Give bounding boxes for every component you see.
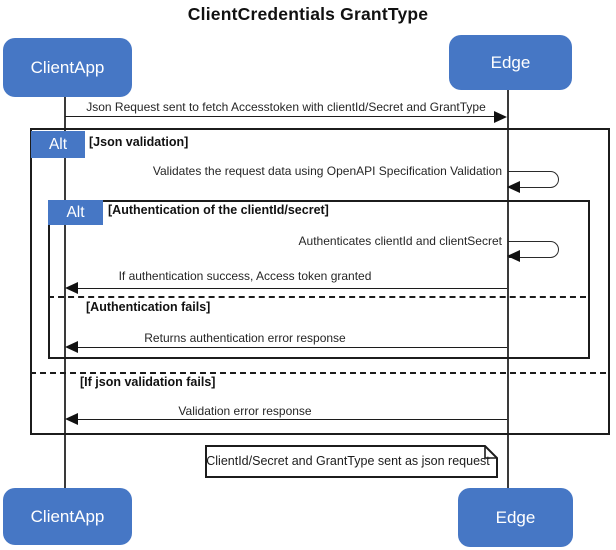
alt-frame-outer-label: Alt (31, 131, 85, 158)
note-shape-icon (205, 445, 498, 478)
message-auth-success: If authentication success, Access token … (118, 269, 372, 283)
alt-inner-label-text: Alt (66, 203, 85, 221)
guard-json-validation: [Json validation] (89, 135, 189, 149)
message-authenticate: Authenticates clientId and clientSecret (298, 234, 502, 248)
alt-frame-inner (48, 200, 590, 359)
message-auth-error: Returns authentication error response (144, 331, 346, 345)
actor-clientapp-bottom-label: ClientApp (30, 506, 105, 526)
note: ClientId/Secret and GrantType sent as js… (205, 445, 499, 478)
guard-authentication: [Authentication of the clientId/secret] (108, 203, 329, 217)
arrowhead-left-icon (507, 250, 520, 262)
diagram-title: ClientCredentials GrantType (187, 4, 429, 24)
alt-frame-inner-label: Alt (48, 200, 103, 225)
message-json-request-line (65, 116, 495, 117)
alt-outer-label-text: Alt (48, 135, 68, 153)
message-validation-error-line (77, 419, 507, 420)
arrowhead-left-icon (65, 341, 78, 353)
actor-clientapp-top: ClientApp (3, 38, 132, 97)
alt-frame-outer (30, 128, 610, 435)
message-json-request: Json Request sent to fetch Accesstoken w… (86, 100, 486, 114)
actor-edge-top-label: Edge (490, 52, 531, 72)
alt-inner-divider (48, 296, 586, 298)
arrowhead-left-icon (65, 282, 78, 294)
alt-outer-divider (30, 372, 606, 374)
actor-edge-bottom: Edge (458, 488, 573, 547)
arrowhead-left-icon (65, 413, 78, 425)
message-auth-success-line (77, 288, 507, 289)
guard-json-validation-fails: [If json validation fails] (80, 375, 216, 389)
arrowhead-left-icon (507, 181, 520, 193)
actor-clientapp-top-label: ClientApp (30, 57, 105, 77)
message-validation-error: Validation error response (178, 404, 312, 418)
actor-edge-bottom-label: Edge (495, 507, 536, 527)
message-validate-openapi: Validates the request data using OpenAPI… (152, 164, 502, 178)
self-loop-authenticate (508, 241, 559, 258)
guard-authentication-fails: [Authentication fails] (86, 300, 211, 314)
self-loop-validate (508, 171, 559, 188)
message-auth-error-line (77, 347, 507, 348)
note-text: ClientId/Secret and GrantType sent as js… (206, 454, 490, 468)
arrowhead-right-icon (494, 111, 507, 123)
lifeline-edge (507, 90, 509, 488)
actor-edge-top: Edge (449, 35, 572, 90)
actor-clientapp-bottom: ClientApp (3, 488, 132, 545)
